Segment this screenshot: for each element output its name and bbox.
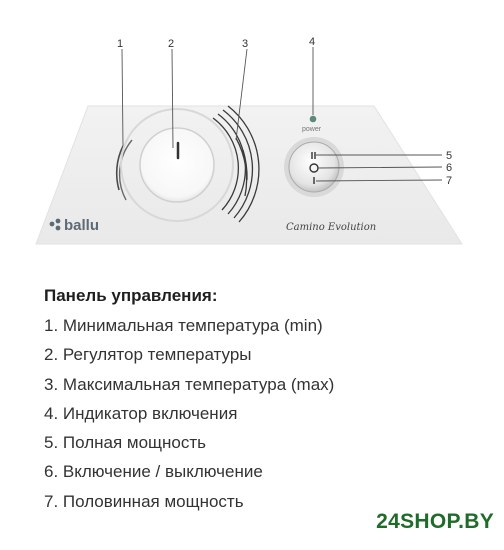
watermark: 24SHOP.BY <box>376 510 494 533</box>
callout-3: 3 <box>242 38 248 50</box>
callout-7: 7 <box>446 175 452 187</box>
control-panel-diagram: power 1 2 3 4 5 6 7 ballu Camino Evoluti… <box>35 36 463 245</box>
legend-item: 1. Минимальная температура (min) <box>44 316 323 335</box>
legend-item: 6. Включение / выключение <box>44 462 263 482</box>
legend-item: 7. Половинная мощность <box>44 491 244 511</box>
ballu-logo: ballu <box>49 217 99 234</box>
callout-1: 1 <box>117 38 123 50</box>
legend-item: 5. Полная мощность <box>44 433 207 453</box>
power-button[interactable] <box>288 141 340 193</box>
callout-5: 5 <box>446 150 452 162</box>
callout-2: 2 <box>168 38 174 50</box>
legend: Панель управления: 1. Минимальная темпер… <box>44 285 484 516</box>
legend-title: Панель управления: <box>44 286 218 305</box>
brand-name: ballu <box>64 217 99 234</box>
min-scale-arc <box>115 145 124 191</box>
model-name: Camino Evolution <box>286 222 376 233</box>
max-scale-arcs <box>212 105 260 223</box>
heater-panel <box>35 105 463 245</box>
legend-item: 4. Индикатор включения <box>44 403 238 423</box>
legend-item: 2. Регулятор температуры <box>44 345 252 365</box>
power-led-icon <box>309 115 317 123</box>
callout-lines <box>121 47 443 182</box>
legend-item: 3. Максимальная температура (max) <box>44 374 335 394</box>
power-label: power <box>302 126 322 133</box>
callout-4: 4 <box>309 36 315 48</box>
temperature-knob[interactable] <box>139 127 215 203</box>
callout-6: 6 <box>446 162 452 174</box>
legend-list: 1. Минимальная температура (min) 2. Регу… <box>44 311 484 516</box>
